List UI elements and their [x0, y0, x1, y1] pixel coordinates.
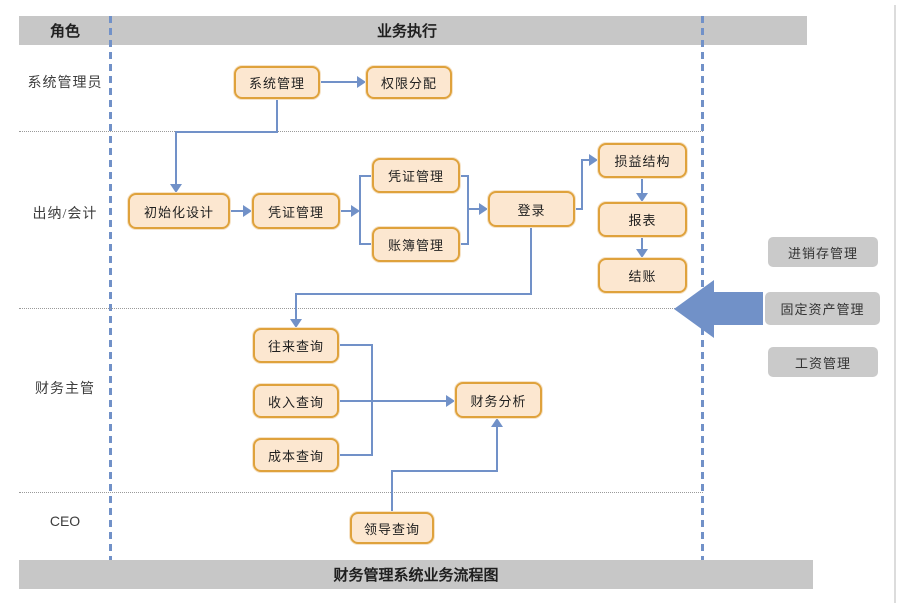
- flow-node-financial-analysis[interactable]: 财务分析: [455, 382, 542, 418]
- connector-segment: [583, 159, 589, 161]
- flow-node-voucher-management-sub[interactable]: 凭证管理: [372, 158, 460, 193]
- connector-segment: [339, 454, 373, 456]
- arrowhead-right: [446, 395, 455, 407]
- connector-segment: [460, 175, 469, 177]
- flow-node-income-query[interactable]: 收入查询: [253, 384, 339, 418]
- flow-node-system-management[interactable]: 系统管理: [234, 66, 320, 99]
- lane-label-finance-director: 财务主管: [35, 382, 95, 397]
- arrowhead-right: [243, 205, 252, 217]
- connector-segment: [641, 237, 643, 249]
- external-systems-arrow-icon: [674, 280, 763, 338]
- flow-node-ledger-management[interactable]: 账簿管理: [372, 227, 460, 262]
- arrowhead-down: [636, 249, 648, 258]
- arrowhead-right: [479, 203, 488, 215]
- arrowhead-right: [589, 154, 598, 166]
- connector-segment: [496, 427, 498, 472]
- connector-segment: [295, 293, 297, 319]
- connector-segment: [359, 243, 372, 245]
- diagram-title: 财务管理系统业务流程图: [333, 568, 499, 584]
- execution-column-header: 业务执行: [376, 24, 437, 40]
- role-column-header: 角色: [49, 24, 80, 40]
- connector-segment: [175, 131, 177, 184]
- connector-segment: [295, 293, 532, 295]
- connector-segment: [460, 243, 469, 245]
- flow-node-initialization-design[interactable]: 初始化设计: [128, 193, 230, 229]
- connector-segment: [467, 175, 469, 245]
- flow-node-permission-assignment[interactable]: 权限分配: [366, 66, 452, 99]
- window-edge-line: [894, 5, 896, 603]
- connector-segment: [469, 208, 479, 210]
- arrowhead-down: [636, 193, 648, 202]
- connector-segment: [581, 159, 583, 210]
- connector-segment: [230, 210, 243, 212]
- lane-label-system-admin: 系统管理员: [27, 76, 103, 91]
- lane-label-cashier-accountant: 出纳/会计: [32, 207, 98, 222]
- flow-node-profit-loss-structure[interactable]: 损益结构: [598, 143, 687, 178]
- connector-segment: [339, 344, 373, 346]
- arrowhead-down: [290, 319, 302, 328]
- connector-segment: [391, 470, 498, 472]
- flow-node-login[interactable]: 登录: [488, 191, 575, 227]
- footer-bar: 财务管理系统业务流程图: [19, 560, 813, 589]
- external-system-inventory[interactable]: 进销存管理: [768, 237, 878, 267]
- connector-segment: [339, 400, 446, 402]
- flow-node-voucher-management[interactable]: 凭证管理: [252, 193, 340, 229]
- swimlane-boundary-left: [109, 16, 112, 560]
- flow-node-contact-query[interactable]: 往来查询: [253, 328, 339, 363]
- swimlane-boundary-right: [701, 16, 704, 560]
- lane-divider: [19, 492, 703, 493]
- external-system-payroll[interactable]: 工资管理: [768, 347, 878, 377]
- connector-segment: [359, 175, 372, 177]
- arrowhead-down: [170, 184, 182, 193]
- connector-segment: [175, 131, 278, 133]
- connector-segment: [530, 227, 532, 295]
- arrowhead-up: [491, 418, 503, 427]
- connector-segment: [340, 210, 351, 212]
- header-bar: 角色 业务执行: [19, 16, 807, 45]
- connector-segment: [320, 81, 357, 83]
- connector-segment: [276, 99, 278, 132]
- connector-segment: [391, 470, 393, 512]
- lane-label-ceo: CEO: [49, 513, 81, 529]
- lane-divider: [19, 131, 703, 132]
- external-system-fixed-assets[interactable]: 固定资产管理: [765, 292, 880, 325]
- arrowhead-right: [357, 76, 366, 88]
- flow-node-closing[interactable]: 结账: [598, 258, 687, 293]
- flow-node-report[interactable]: 报表: [598, 202, 687, 237]
- lane-divider: [19, 308, 703, 309]
- flow-node-cost-query[interactable]: 成本查询: [253, 438, 339, 472]
- flow-node-leader-query[interactable]: 领导查询: [350, 512, 434, 544]
- connector-segment: [641, 178, 643, 193]
- connector-segment: [575, 208, 583, 210]
- arrowhead-right: [351, 205, 360, 217]
- connector-segment: [359, 175, 361, 245]
